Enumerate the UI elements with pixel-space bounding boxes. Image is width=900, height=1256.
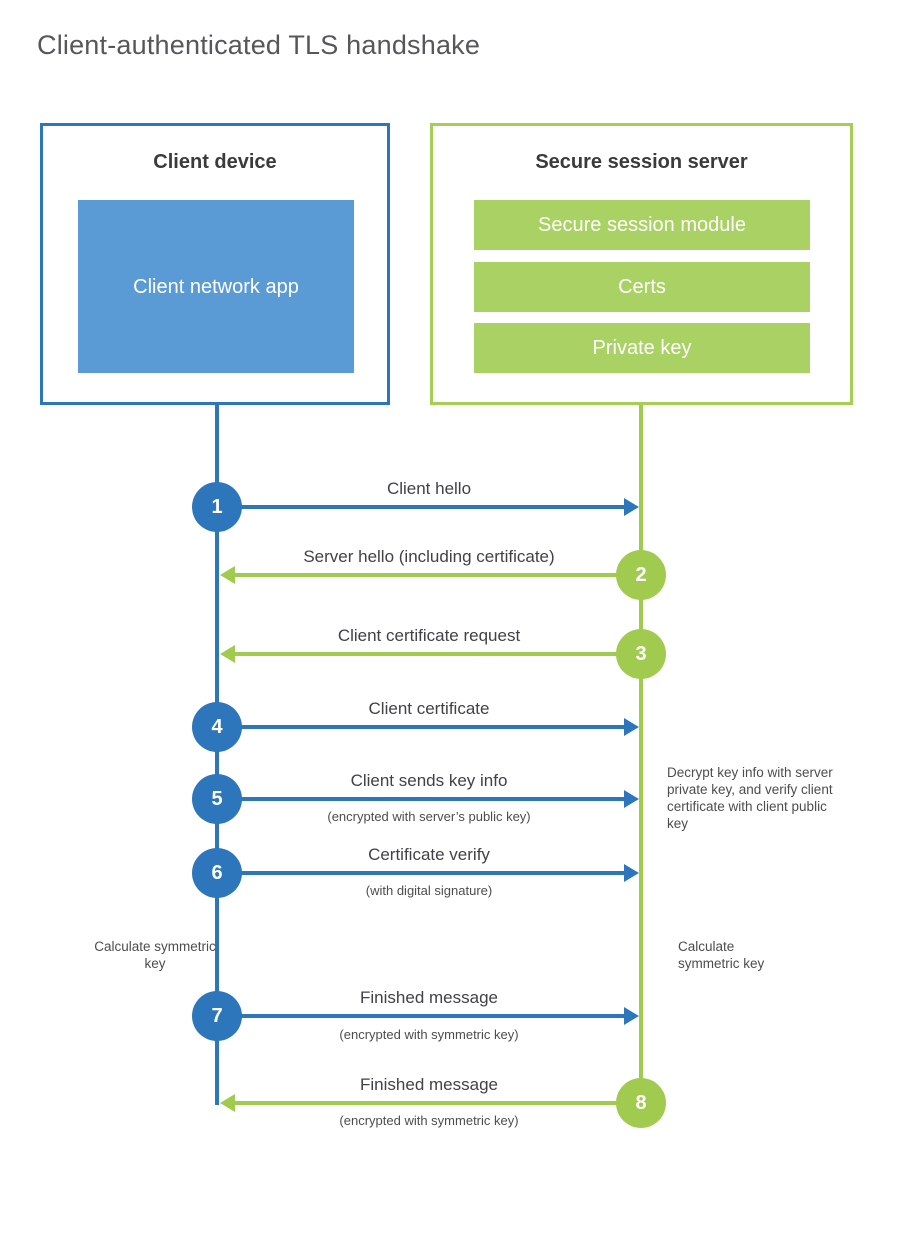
step-circle-7: 7 xyxy=(192,991,242,1041)
server-lifeline xyxy=(639,405,643,1105)
arrowhead-right-icon xyxy=(624,718,639,736)
message-label-client-certificate: Client certificate xyxy=(368,699,490,718)
step-circle-5: 5 xyxy=(192,774,242,824)
arrowhead-right-icon xyxy=(624,1007,639,1025)
secure-session-server-title: Secure session server xyxy=(535,151,748,173)
arrow-client-to-server xyxy=(217,871,624,875)
page-title: Client-authenticated TLS handshake xyxy=(37,30,481,60)
arrowhead-left-icon xyxy=(220,645,235,663)
client-network-app-box: Client network app xyxy=(78,200,354,373)
arrowhead-right-icon xyxy=(624,864,639,882)
message-label-finished-server: Finished message xyxy=(360,1075,498,1094)
message-sublabel-encrypted-symmetric-key: (encrypted with symmetric key) xyxy=(339,1027,519,1042)
client-device-title: Client device xyxy=(153,151,277,173)
step-circle-4: 4 xyxy=(192,702,242,752)
client-device-box: Client device Client network app xyxy=(40,123,390,405)
step-circle-1: 1 xyxy=(192,482,242,532)
step-circle-3: 3 xyxy=(616,629,666,679)
message-sublabel-encrypted-symmetric-key: (encrypted with symmetric key) xyxy=(339,1113,519,1128)
message-label-client-key-info: Client sends key info xyxy=(350,771,508,790)
message-label-certificate-verify: Certificate verify xyxy=(368,845,490,864)
arrowhead-left-icon xyxy=(220,1094,235,1112)
server-module-private-key: Private key xyxy=(474,323,810,373)
arrowhead-right-icon xyxy=(624,790,639,808)
arrow-client-to-server xyxy=(217,1014,624,1018)
note-decrypt-key-info: Decrypt key info with server private key… xyxy=(667,765,833,831)
step-circle-6: 6 xyxy=(192,848,242,898)
message-label-finished-client: Finished message xyxy=(360,988,498,1007)
message-sublabel-digital-signature: (with digital signature) xyxy=(365,883,493,898)
arrow-client-to-server xyxy=(217,505,624,509)
note-calculate-symmetric-key-client: Calculate symmetric key xyxy=(94,939,216,971)
message-sublabel-encrypted-server-key: (encrypted with server’s public key) xyxy=(327,809,531,824)
arrow-client-to-server xyxy=(217,725,624,729)
server-module-certs: Certs xyxy=(474,262,810,312)
note-calculate-symmetric-key-server: Calculate symmetric key xyxy=(678,939,765,971)
server-module-secure-session: Secure session module xyxy=(474,200,810,250)
arrowhead-left-icon xyxy=(220,566,235,584)
step-circle-8: 8 xyxy=(616,1078,666,1128)
message-label-client-hello: Client hello xyxy=(386,479,472,498)
message-label-server-hello: Server hello (including certificate) xyxy=(303,547,555,566)
client-network-app-label: Client network app xyxy=(133,275,299,298)
arrow-client-to-server xyxy=(217,797,624,801)
arrow-server-to-client xyxy=(235,1101,641,1105)
secure-session-server-box: Secure session server Secure session mod… xyxy=(430,123,853,405)
arrowhead-right-icon xyxy=(624,498,639,516)
message-label-client-cert-request: Client certificate request xyxy=(337,626,521,645)
step-circle-2: 2 xyxy=(616,550,666,600)
arrow-server-to-client xyxy=(235,573,641,577)
arrow-server-to-client xyxy=(235,652,641,656)
client-lifeline xyxy=(215,405,219,1105)
